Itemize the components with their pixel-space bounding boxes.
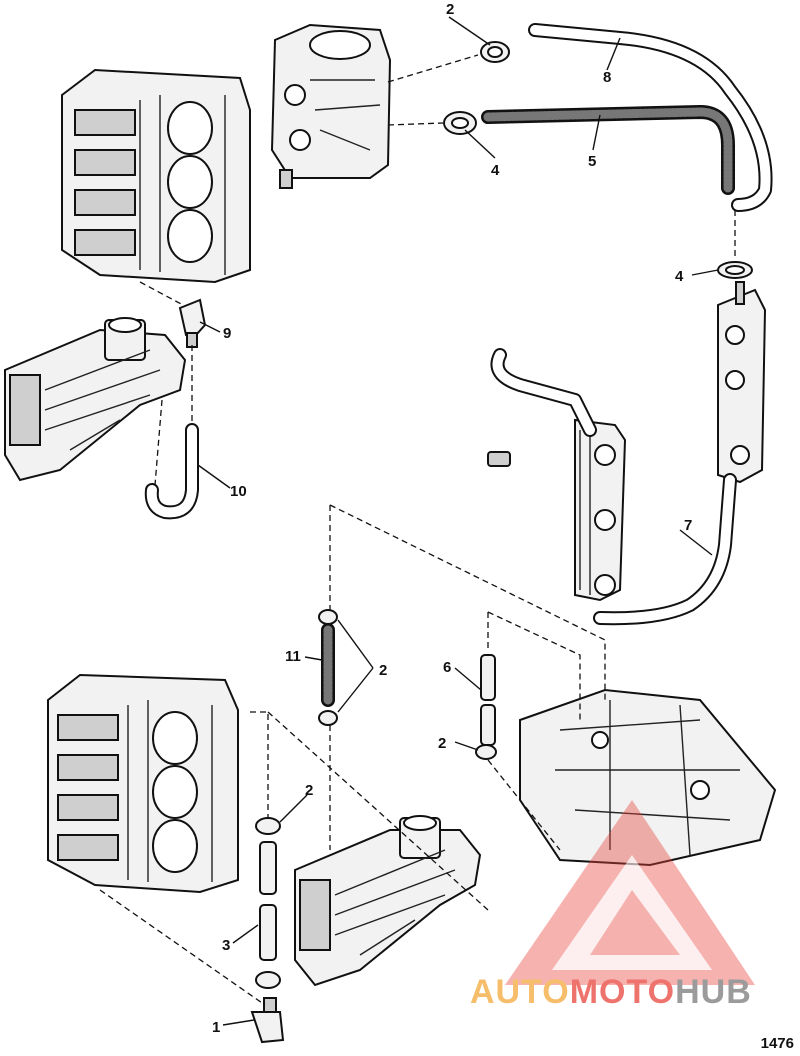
hose-fuel-rail-return <box>490 348 597 437</box>
figure-number: 1476 <box>760 1035 794 1052</box>
hose-7 <box>593 473 737 626</box>
manifold-assembly-left <box>4 317 187 482</box>
fuel-rail-assembly <box>487 281 767 602</box>
cylinder-block-upper <box>61 68 251 284</box>
fitting-1 <box>250 997 285 1044</box>
callout-4: 4 <box>675 268 684 285</box>
callout-9: 9 <box>223 325 231 342</box>
callout-2: 2 <box>438 735 446 752</box>
callout-numbers: 2 8 4 5 4 9 10 7 11 2 6 2 2 3 1 <box>212 1 692 1036</box>
fitting-9 <box>178 298 207 348</box>
clamp-lower-bottom <box>255 971 281 989</box>
clamp-2-right <box>475 744 497 760</box>
clamp-4-lower <box>717 261 753 279</box>
callout-2: 2 <box>379 662 387 679</box>
hose-10 <box>144 423 199 520</box>
callout-11: 11 <box>285 648 301 665</box>
hose-3 <box>259 841 277 961</box>
cylinder-block-lower <box>47 673 239 894</box>
callout-1: 1 <box>212 1019 220 1036</box>
hose-5 <box>481 105 735 195</box>
watermark-moto: MOTO <box>570 973 675 1011</box>
watermark-auto: AUTO <box>470 973 570 1011</box>
watermark-logo: AUTOMOTOHUB <box>470 800 755 1011</box>
callout-5: 5 <box>588 153 596 170</box>
callout-8: 8 <box>603 69 611 86</box>
thermostat-housing <box>270 23 392 189</box>
clamp-2-lower-left <box>255 817 281 835</box>
clamp-2-mid-lower <box>318 710 338 726</box>
svg-text:AUTOMOTOHUB: AUTOMOTOHUB <box>470 973 752 1011</box>
clamp-2-top <box>480 41 510 63</box>
callout-3: 3 <box>222 937 230 954</box>
clamp-2-mid-upper <box>318 609 338 625</box>
callout-2: 2 <box>305 782 313 799</box>
manifold-assembly-lower <box>294 815 482 987</box>
callout-10: 10 <box>230 483 247 500</box>
hose-6 <box>480 654 496 746</box>
callout-7: 7 <box>684 517 692 534</box>
hose-8 <box>528 23 773 212</box>
dashed-connection-lines <box>99 54 736 1006</box>
leader-lines <box>197 16 719 1026</box>
watermark-hub: HUB <box>675 973 752 1011</box>
clamp-4-upper <box>443 111 477 135</box>
callout-4: 4 <box>491 162 500 179</box>
callout-2: 2 <box>446 1 454 18</box>
adapter-plate <box>519 688 777 867</box>
callout-6: 6 <box>443 659 451 676</box>
